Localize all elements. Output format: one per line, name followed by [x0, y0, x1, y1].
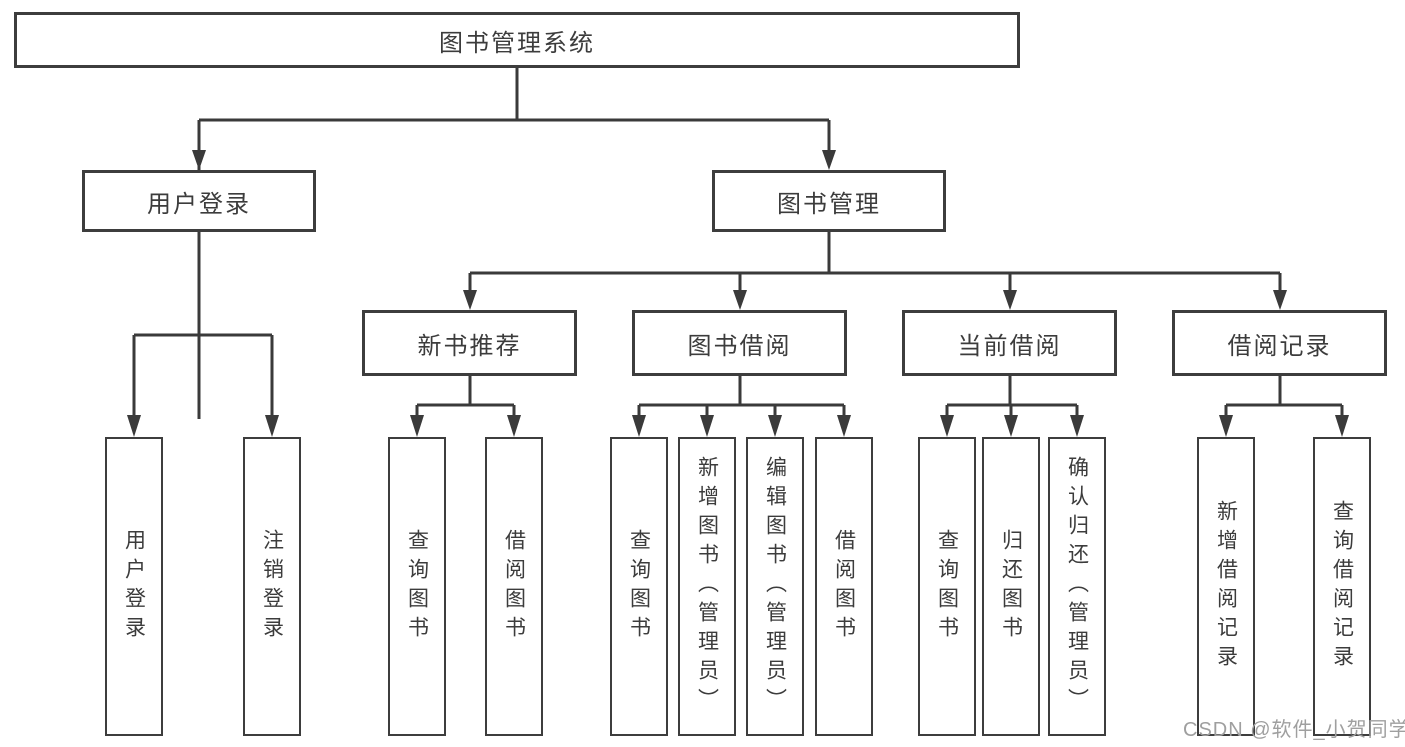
arrowhead-down-icon	[1004, 415, 1018, 437]
connector-line	[1224, 376, 1344, 419]
node-book-management: 图书管理	[712, 170, 946, 232]
node-label: 当前借阅	[957, 332, 1062, 360]
node-leaf-add-borrow-record: 新增借阅记录	[1197, 437, 1255, 736]
arrowhead-down-icon	[1273, 290, 1287, 310]
arrowhead-down-icon	[127, 415, 141, 437]
connector-records-to-leaves	[1219, 376, 1349, 437]
arrowhead-down-icon	[700, 415, 714, 437]
connector-line	[197, 68, 831, 419]
node-leaf-query-borrow-record: 查询借阅记录	[1313, 437, 1371, 736]
node-label: 图书借阅	[687, 332, 792, 360]
csdn-watermark: CSDN @软件_小贺同学	[1183, 719, 1405, 741]
arrowhead-down-icon	[837, 415, 851, 437]
node-root-library-system: 图书管理系统	[14, 12, 1020, 68]
node-user-login: 用户登录	[82, 170, 316, 232]
node-label: 图书管理系统	[439, 29, 595, 57]
connector-root-to-level2	[192, 68, 836, 419]
node-label: 新增借阅记录	[1214, 499, 1238, 674]
node-label: 用户登录	[122, 528, 146, 645]
node-label: 查询图书	[405, 528, 429, 645]
connector-borrowing-to-leaves	[632, 376, 851, 437]
node-leaf-borrow-books-borrowing: 借阅图书	[815, 437, 873, 736]
node-label: 新增图书（管理员）	[695, 456, 719, 717]
node-label: 借阅图书	[502, 528, 526, 645]
arrowhead-down-icon	[1003, 290, 1017, 310]
node-label: 归还图书	[999, 528, 1023, 645]
connector-current-to-leaves	[940, 376, 1084, 437]
node-leaf-query-books-recommend: 查询图书	[388, 437, 446, 736]
connector-line	[468, 232, 1282, 293]
node-label: 编辑图书（管理员）	[763, 456, 787, 717]
arrowhead-down-icon	[192, 150, 206, 170]
node-book-borrowing: 图书借阅	[632, 310, 847, 376]
node-label: 借阅记录	[1227, 332, 1332, 360]
arrowhead-down-icon	[1219, 415, 1233, 437]
arrowhead-down-icon	[768, 415, 782, 437]
node-borrowing-records: 借阅记录	[1172, 310, 1387, 376]
arrowhead-down-icon	[940, 415, 954, 437]
node-new-book-recommend: 新书推荐	[362, 310, 577, 376]
node-leaf-edit-book-admin: 编辑图书（管理员）	[746, 437, 804, 736]
arrowhead-down-icon	[1070, 415, 1084, 437]
arrowhead-down-icon	[1335, 415, 1349, 437]
arrowhead-down-icon	[733, 290, 747, 310]
connector-recommend-to-leaves	[410, 376, 521, 437]
arrowhead-down-icon	[632, 415, 646, 437]
node-leaf-return-book: 归还图书	[982, 437, 1040, 736]
node-leaf-confirm-return-admin: 确认归还（管理员）	[1048, 437, 1106, 736]
node-label: 查询借阅记录	[1330, 499, 1354, 674]
arrowhead-down-icon	[822, 150, 836, 170]
node-current-borrowing: 当前借阅	[902, 310, 1117, 376]
arrowhead-down-icon	[507, 415, 521, 437]
node-leaf-add-book-admin: 新增图书（管理员）	[678, 437, 736, 736]
node-label: 用户登录	[147, 190, 251, 218]
arrowhead-down-icon	[410, 415, 424, 437]
node-label: 图书管理	[777, 190, 881, 218]
node-label: 新书推荐	[417, 332, 522, 360]
node-label: 查询图书	[627, 528, 651, 645]
node-leaf-query-books-current: 查询图书	[918, 437, 976, 736]
connector-bookmgmt-to-level3	[463, 232, 1287, 310]
node-leaf-logout: 注销登录	[243, 437, 301, 736]
connector-userlogin-to-leaves	[127, 232, 279, 437]
connector-line	[415, 376, 516, 419]
node-leaf-query-books-borrowing: 查询图书	[610, 437, 668, 736]
connector-line	[132, 232, 274, 419]
node-label: 查询图书	[935, 528, 959, 645]
arrowhead-down-icon	[265, 415, 279, 437]
node-label: 注销登录	[260, 528, 284, 645]
node-label: 确认归还（管理员）	[1065, 456, 1089, 717]
node-label: 借阅图书	[832, 528, 856, 645]
arrowhead-down-icon	[463, 290, 477, 310]
node-leaf-borrow-books-recommend: 借阅图书	[485, 437, 543, 736]
connector-line	[637, 376, 846, 419]
connector-line	[945, 376, 1079, 419]
node-leaf-user-login: 用户登录	[105, 437, 163, 736]
